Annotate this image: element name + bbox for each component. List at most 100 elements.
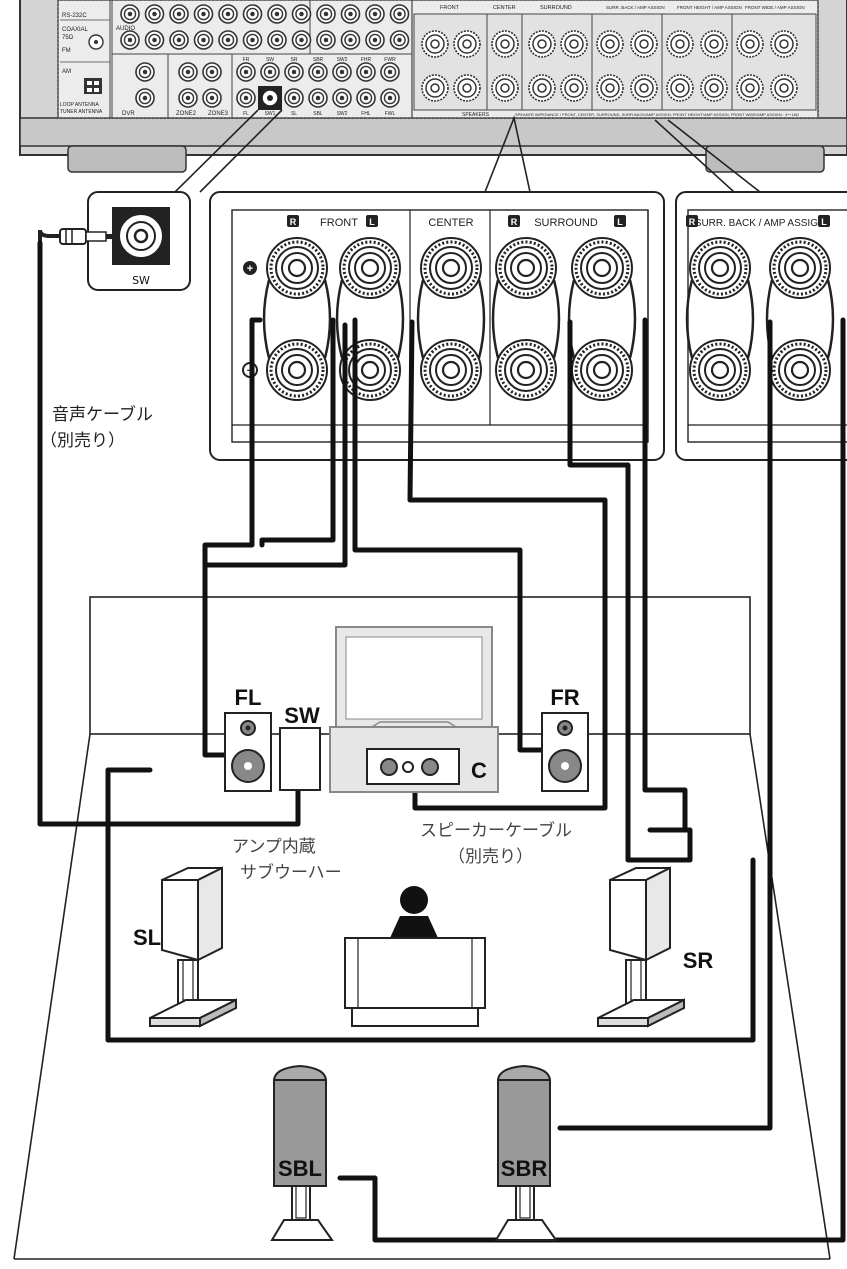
receiver-binding-post: [560, 74, 588, 102]
receiver-binding-post: [630, 74, 658, 102]
receiver-binding-post: [421, 30, 449, 58]
rca-jack: [380, 62, 400, 82]
rca-jack: [218, 30, 238, 50]
preout-label: FL: [243, 111, 249, 117]
loop-antenna-label: LOOP ANTENNA: [60, 102, 99, 108]
listener-sofa: [344, 886, 486, 1027]
receiver-binding-post: [528, 74, 556, 102]
tuner-antenna-label: TUNER ANTENNA: [60, 109, 103, 115]
rca-jack: [316, 30, 336, 50]
rca-jack: [284, 62, 304, 82]
receiver-binding-post: [560, 30, 588, 58]
preout-label-top: FHR: [361, 57, 372, 63]
coaxial-label: COAXIAL: [62, 27, 89, 33]
binding-post: [571, 237, 633, 299]
rca-jack: [202, 62, 222, 82]
preout-label-top: SR: [291, 57, 298, 63]
rca-jack: [193, 4, 214, 24]
am-label: AM: [62, 69, 71, 75]
rca-jack: [284, 88, 304, 108]
speaker-binding-posts: [262, 237, 835, 401]
rca-jack: [267, 30, 287, 50]
preout-label-top: FWR: [384, 57, 396, 63]
ohm-label: 75Ω: [62, 35, 74, 41]
rx-surround-label: SURROUND: [540, 5, 572, 11]
receiver-binding-post: [528, 30, 556, 58]
front-header: FRONT: [320, 217, 358, 229]
receiver-binding-post: [770, 74, 798, 102]
rca-jack: [340, 4, 361, 24]
surround-left-label: SL: [133, 925, 161, 950]
rca-jack: [236, 88, 256, 108]
surround-back-left-speaker: SBL: [270, 1064, 334, 1241]
rca-jack: [169, 4, 189, 24]
rca-jack: [365, 30, 385, 50]
receiver-binding-post: [453, 30, 481, 58]
sw-callout: SW: [87, 191, 191, 291]
rca-jack: [169, 30, 189, 50]
speakers-label: SPEAKERS: [462, 112, 490, 118]
impedance-label: SPEAKER IMPEDANCE / FRONT, CENTER, SURRO…: [515, 112, 799, 117]
rca-jack-grid: [120, 4, 410, 108]
binding-post: [495, 237, 557, 299]
front-r-badge: R: [290, 217, 297, 227]
surround-left-speaker: SL: [133, 866, 237, 1028]
binding-post: [689, 237, 751, 299]
preout-label: SW2: [337, 111, 348, 117]
audio-cable-caption-line1: 音声ケーブル: [52, 405, 153, 425]
am-antenna-terminal: [84, 78, 102, 94]
rca-plug-icon: [38, 228, 114, 245]
rca-jack: [356, 62, 376, 82]
audio-cable-caption-line2: （別売り）: [40, 431, 125, 451]
rca-jack: [144, 30, 165, 50]
rca-jack: [308, 62, 328, 82]
rca-jack: [178, 88, 198, 108]
subwoofer: SW: [279, 703, 321, 791]
binding-post: [769, 339, 831, 401]
receiver-rear-panel: RS-232C COAXIAL 75Ω FM AM LOOP ANTENNA T…: [19, 0, 847, 173]
surround-back-left-label: SBL: [278, 1156, 322, 1181]
receiver-binding-post: [666, 30, 694, 58]
rs232c-label: RS-232C: [62, 13, 87, 19]
rca-jack: [332, 62, 352, 82]
preout-label: FHL: [361, 111, 371, 117]
surr-back-l-badge: L: [821, 217, 827, 227]
front-left-label: FL: [235, 685, 262, 710]
receiver-binding-post: [736, 74, 764, 102]
receiver-binding-post: [736, 30, 764, 58]
speaker-cable-caption: スピーカーケーブル （別売り）: [420, 818, 572, 870]
sw-callout-label: SW: [132, 274, 150, 287]
preout-label: SBL: [313, 111, 323, 117]
rca-jack: [291, 30, 312, 50]
rca-jack: [365, 4, 385, 24]
rca-jack: [193, 30, 214, 50]
rca-jack: [356, 88, 376, 108]
speaker-cable-caption-line2: （別売り）: [448, 847, 533, 867]
front-right-label: FR: [550, 685, 579, 710]
surround-right-speaker: SR: [597, 866, 713, 1028]
receiver-binding-post: [453, 74, 481, 102]
binding-post: [769, 237, 831, 299]
rx-center-label: CENTER: [493, 5, 516, 11]
surround-back-right-label: SBR: [501, 1156, 548, 1181]
preout-label: FWL: [385, 111, 396, 117]
receiver-binding-post: [630, 30, 658, 58]
rca-jack: [340, 30, 361, 50]
binding-post: [495, 339, 557, 401]
rca-jack: [218, 4, 238, 24]
rca-jack: [178, 62, 198, 82]
rca-jack: [389, 30, 410, 50]
preout-label-top: SBR: [313, 57, 324, 63]
surround-r-badge: R: [511, 217, 518, 227]
rca-jack: [291, 4, 312, 24]
surr-back-r-badge: R: [689, 217, 696, 227]
center-speaker-label: C: [471, 758, 487, 783]
preout-label: SW1: [265, 111, 276, 117]
rca-jack: [316, 4, 336, 24]
rca-jack: [236, 62, 256, 82]
front-l-badge: L: [369, 217, 375, 227]
plus-marker: +: [247, 263, 253, 275]
rx-surr-back-label: SURR. BACK / AMP ASSIGN: [606, 5, 665, 10]
